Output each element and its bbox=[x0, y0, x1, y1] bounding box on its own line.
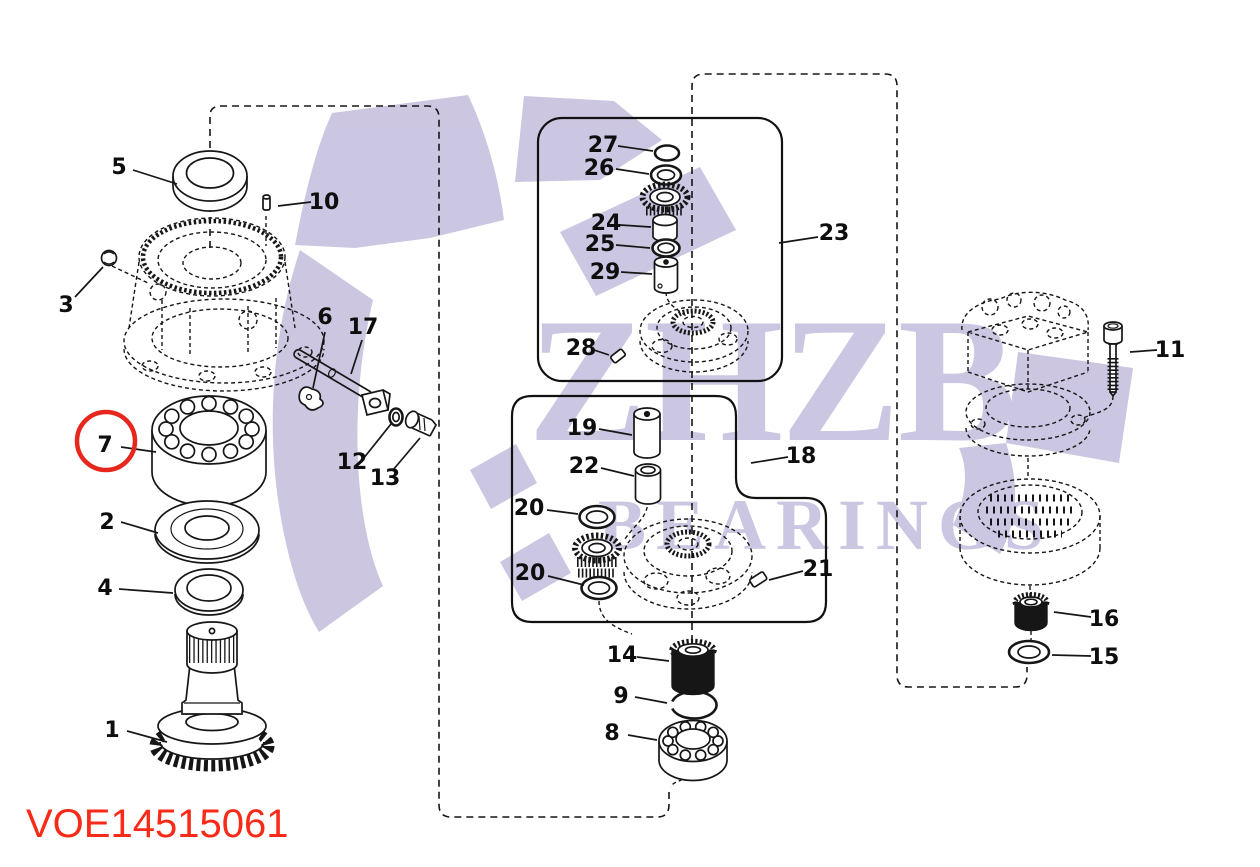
callout-16: 16 bbox=[1089, 607, 1120, 632]
part-3-plug bbox=[100, 249, 118, 267]
part-9-snap-ring bbox=[671, 690, 718, 720]
callout-2: 2 bbox=[99, 510, 114, 535]
callout-6: 6 bbox=[317, 305, 332, 330]
callout-29: 29 bbox=[590, 260, 621, 285]
planet-gear-23 bbox=[639, 181, 691, 216]
callout-18: 18 bbox=[786, 444, 817, 469]
part-number-label: VOE14515061 bbox=[26, 802, 289, 846]
part-20-oring-lower bbox=[580, 575, 618, 601]
part-15-washer bbox=[1007, 639, 1051, 665]
callout-19: 19 bbox=[567, 416, 598, 441]
swing-motor-ghost bbox=[961, 291, 1091, 457]
callout-3: 3 bbox=[58, 293, 73, 318]
subassembly-box-18 bbox=[510, 394, 828, 624]
callout-28: 28 bbox=[566, 336, 597, 361]
callout-27: 27 bbox=[588, 133, 619, 158]
callout-9: 9 bbox=[613, 684, 628, 709]
callout-7-highlighted: 7 bbox=[97, 433, 112, 458]
part-26-seal-ring bbox=[649, 164, 683, 186]
callout-21: 21 bbox=[803, 557, 834, 582]
callout-leader-lines bbox=[74, 145, 1158, 743]
part-2-thrust-plate bbox=[154, 500, 260, 564]
part-20-oring-upper bbox=[578, 504, 616, 530]
part-7-ball-bearing-highlighted bbox=[151, 395, 267, 507]
callout-8: 8 bbox=[604, 721, 619, 746]
part-24-bushing bbox=[652, 213, 678, 243]
callout-20-upper: 20 bbox=[514, 496, 545, 521]
gearbox-housing-ghost bbox=[123, 217, 325, 392]
part-1-shaft-gear bbox=[149, 621, 275, 772]
callout-1: 1 bbox=[104, 718, 119, 743]
part-14-splined-coupling bbox=[669, 638, 717, 696]
callout-11: 11 bbox=[1155, 338, 1186, 363]
part-29-planet-pin bbox=[653, 256, 679, 294]
callout-22: 22 bbox=[569, 454, 600, 479]
part-4-spacer-ring bbox=[174, 568, 244, 616]
callout-17: 17 bbox=[348, 315, 379, 340]
part-5-retaining-ring bbox=[172, 150, 248, 212]
callout-5: 5 bbox=[111, 155, 126, 180]
part-6-grease-fitting bbox=[298, 386, 324, 411]
callout-25: 25 bbox=[585, 232, 616, 257]
callout-15: 15 bbox=[1089, 645, 1120, 670]
part-22-bushing bbox=[634, 463, 662, 505]
watermark-tagline-text: BEARINGS bbox=[598, 485, 1054, 565]
callout-12: 12 bbox=[337, 450, 368, 475]
subassembly-box-23 bbox=[536, 116, 784, 383]
watermark-gear-logo: ZHZB BEARINGS bbox=[272, 95, 1133, 632]
part-11-socket-bolt bbox=[1103, 321, 1123, 398]
highlight-circle bbox=[74, 409, 138, 473]
callout-4: 4 bbox=[97, 576, 112, 601]
callout-24: 24 bbox=[591, 211, 622, 236]
part-16-coupling-gear bbox=[1012, 592, 1050, 632]
callout-13: 13 bbox=[370, 466, 401, 491]
part-17-rod bbox=[293, 348, 391, 417]
part-28-lock-pin bbox=[609, 348, 627, 364]
part-10-pin bbox=[262, 194, 271, 211]
part-13-plug-fitting bbox=[404, 410, 438, 437]
callout-26: 26 bbox=[584, 156, 615, 181]
ring-gear-ghost bbox=[959, 478, 1101, 586]
planet-gear-18 bbox=[572, 532, 622, 578]
planet-carrier-18-ghost bbox=[623, 518, 753, 610]
callout-20-lower: 20 bbox=[515, 561, 546, 586]
part-12-washer bbox=[388, 407, 404, 427]
callout-14: 14 bbox=[607, 643, 638, 668]
callout-labels: 1 2 3 4 5 6 7 8 9 10 11 12 13 14 15 16 1… bbox=[58, 133, 1185, 746]
part-8-ball-bearing bbox=[658, 719, 728, 782]
callout-10: 10 bbox=[309, 190, 340, 215]
part-25-ring bbox=[651, 238, 681, 258]
part-27-oring bbox=[653, 144, 681, 162]
part-21-lock-pin bbox=[749, 571, 768, 588]
part-19-planet-pin bbox=[633, 407, 661, 459]
planet-carrier-23-ghost bbox=[639, 299, 749, 373]
callout-23: 23 bbox=[819, 221, 850, 246]
